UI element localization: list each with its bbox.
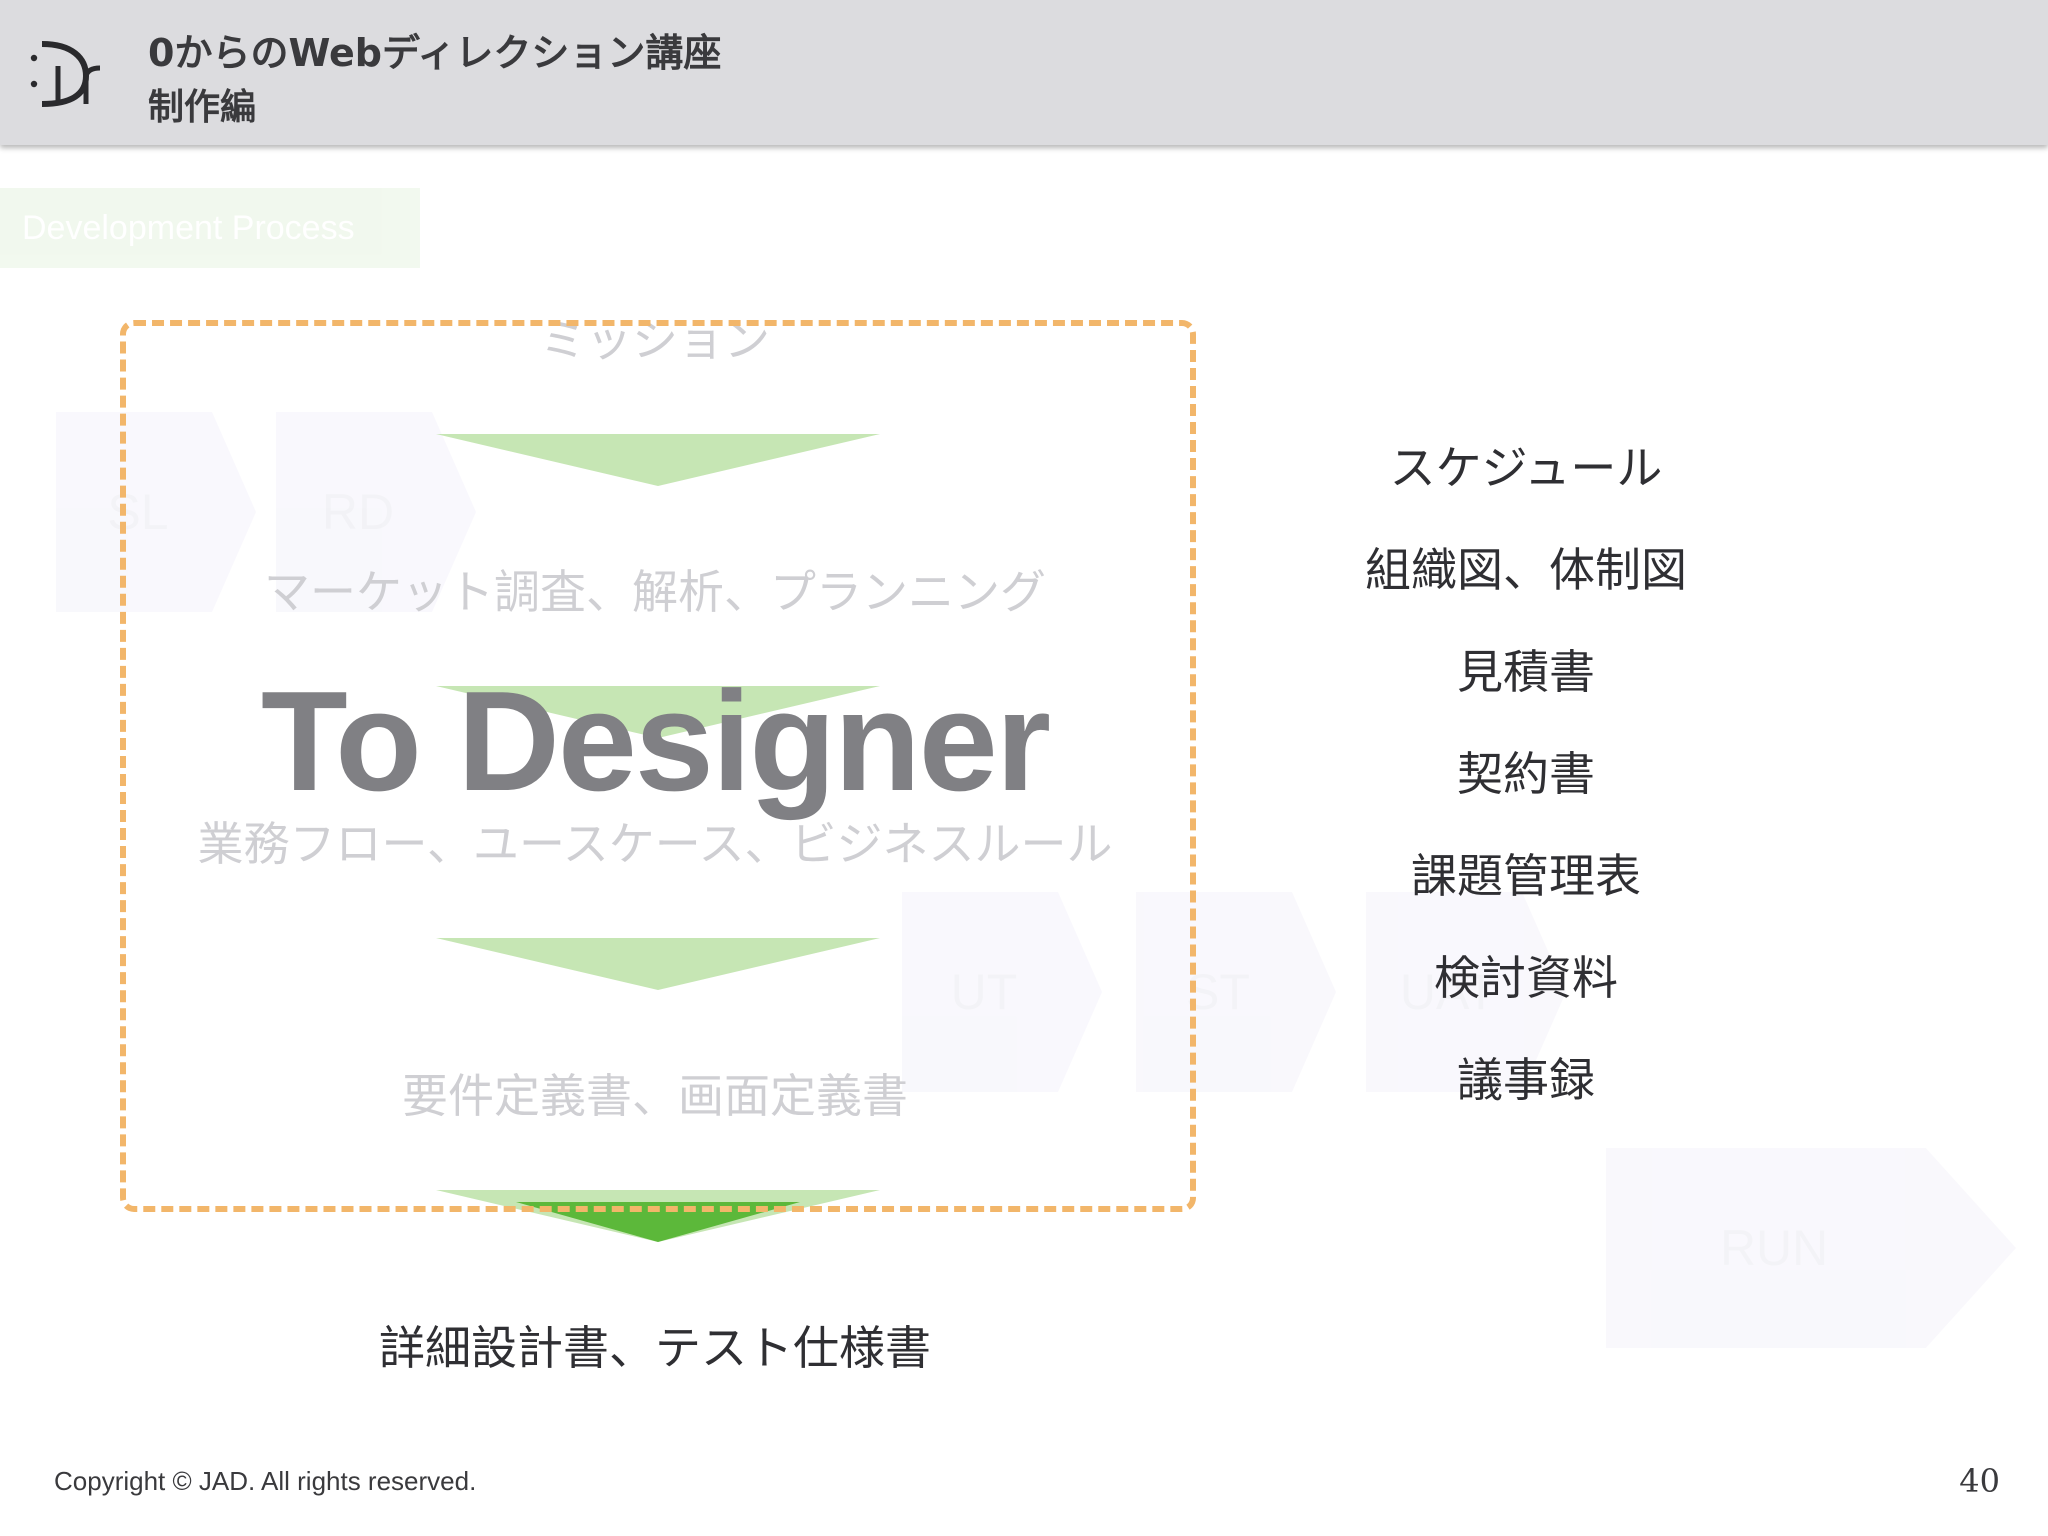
copyright-text: Copyright © JAD. All rights reserved. [54,1466,477,1496]
down-arrow-icon [436,938,880,990]
phase-sl-label: SL [107,484,169,540]
phase-run-label: RUN [1719,1220,1829,1276]
down-arrow-icon [436,686,880,738]
flow-step-design: 詳細設計書、テスト仕様書 [379,1321,931,1375]
phase-st-label: ST [1186,964,1250,1020]
down-arrow-icon [436,1190,880,1242]
background-tag: Development Process [0,188,420,268]
page-number: 40 [1959,1462,2000,1500]
doc-schedule: スケジュール [1389,441,1663,495]
flow-step-market: マーケット調査、解析、プランニング [264,565,1046,619]
doc-issue-tracker: 課題管理表 [1411,849,1641,903]
doc-contract: 契約書 [1457,747,1595,801]
down-arrow-icon [436,434,880,486]
doc-estimate: 見積書 [1457,645,1595,699]
course-subtitle: 制作編 [148,87,257,128]
highlight-frame [120,320,1196,1212]
phase-ut-label: UT [950,964,1018,1020]
dir-logo-icon [30,41,101,107]
doc-org-chart: 組織図、体制図 [1365,543,1687,597]
phase-rd: RD [276,412,476,612]
course-title: 0からのWebディレクション講座 [148,31,722,75]
phase-uat-label: UAT [1399,964,1497,1020]
flow-step-business: 業務フロー、ユースケース、ビジネスルール [197,817,1113,871]
doc-minutes: 議事録 [1457,1053,1595,1107]
slide-header: 0からのWebディレクション講座 制作編 [0,0,2048,145]
phase-ut: UT [902,892,1102,1092]
phase-uat: UAT [1366,892,1566,1092]
phase-st: ST [1136,892,1336,1092]
phase-rd-label: RD [321,484,395,540]
to-designer-heading: To Designer [260,662,1051,821]
doc-review-materials: 検討資料 [1434,951,1618,1005]
phase-sl: SL [56,412,256,612]
flow-step-requirements: 要件定義書、画面定義書 [402,1069,908,1123]
phase-run: RUN [1606,1148,2016,1348]
